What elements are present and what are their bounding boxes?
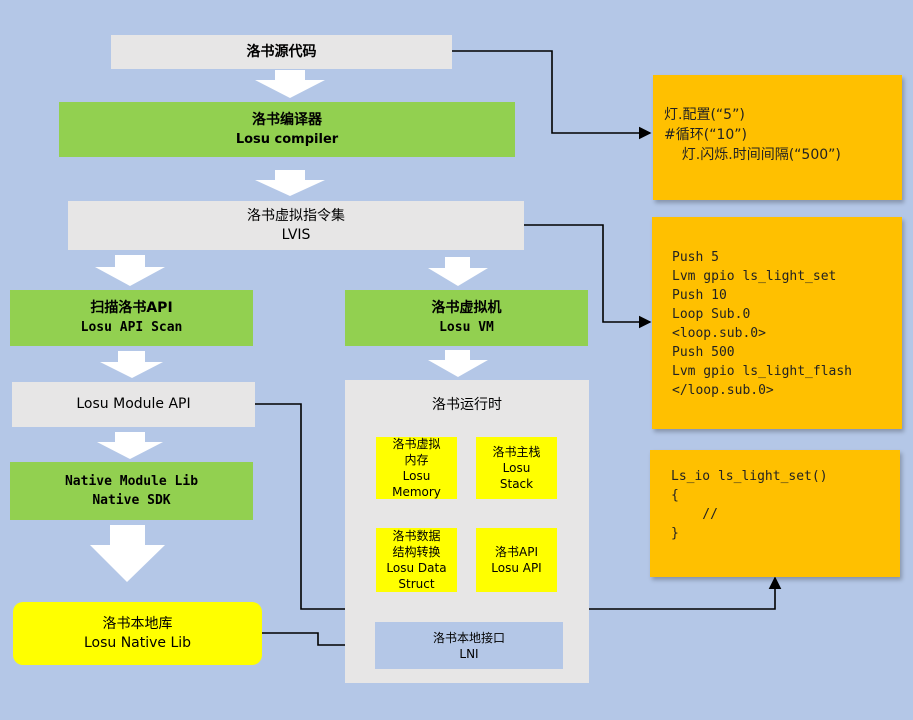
note-bytecode-line: Push 5 bbox=[672, 250, 719, 265]
api-scan-title: 扫描洛书API bbox=[90, 300, 173, 316]
source-code-title: 洛书源代码 bbox=[246, 43, 317, 60]
note-native-line: Ls_io ls_light_set() bbox=[671, 469, 828, 484]
lvis-subtitle: LVIS bbox=[281, 226, 311, 243]
runtime-memory-line: Memory bbox=[392, 485, 441, 499]
lvis-box: 洛书虚拟指令集 LVIS bbox=[68, 201, 524, 250]
flow-arrow-module-native bbox=[97, 432, 163, 459]
lni-title: 洛书本地接口 bbox=[432, 630, 505, 645]
runtime-memory-box: 洛书虚拟 内存 Losu Memory bbox=[376, 437, 457, 499]
connector-source-note bbox=[452, 50, 652, 140]
note-native-line: { bbox=[671, 488, 679, 503]
native-module-box: Native Module Lib Native SDK bbox=[10, 462, 253, 520]
vm-subtitle: Losu VM bbox=[439, 320, 494, 335]
compiler-subtitle: Losu compiler bbox=[235, 131, 339, 147]
runtime-stack-line: Stack bbox=[499, 477, 534, 491]
runtime-data-struct-line: Struct bbox=[398, 577, 435, 591]
flow-arrow-source-compiler bbox=[255, 70, 325, 98]
note-native-line: } bbox=[671, 526, 679, 541]
module-api-title: Losu Module API bbox=[76, 396, 191, 412]
runtime-stack-box: 洛书主栈 Losu Stack bbox=[476, 437, 557, 499]
compiler-box: 洛书编译器 Losu compiler bbox=[59, 102, 515, 157]
runtime-title: 洛书运行时 bbox=[432, 397, 502, 413]
note-bytecode-line: Lvm gpio ls_light_flash bbox=[672, 364, 853, 379]
api-scan-subtitle: Losu API Scan bbox=[80, 320, 183, 335]
note-bytecode-line: </loop.sub.0> bbox=[672, 383, 774, 398]
native-module-subtitle: Native SDK bbox=[92, 493, 171, 508]
note-native-line: // bbox=[671, 507, 718, 522]
vm-title: 洛书虚拟机 bbox=[431, 300, 502, 316]
native-module-title: Native Module Lib bbox=[64, 474, 199, 489]
native-lib-subtitle: Losu Native Lib bbox=[83, 634, 192, 651]
runtime-data-struct-line: 结构转换 bbox=[392, 545, 441, 559]
runtime-memory-line: 内存 bbox=[404, 453, 429, 467]
compiler-title: 洛书编译器 bbox=[252, 111, 322, 128]
connector-lvis-note bbox=[524, 224, 652, 329]
flow-arrow-lvis-vm bbox=[428, 257, 488, 286]
api-scan-box: 扫描洛书API Losu API Scan bbox=[10, 290, 253, 346]
flow-arrow-native-lib bbox=[90, 525, 165, 582]
vm-box: 洛书虚拟机 Losu VM bbox=[345, 290, 588, 346]
runtime-stack-line: 洛书主栈 bbox=[492, 445, 541, 459]
flow-arrow-lvis-scan bbox=[95, 255, 165, 286]
native-lib-box: 洛书本地库 Losu Native Lib bbox=[13, 602, 262, 665]
runtime-api-line: Losu API bbox=[491, 561, 542, 575]
runtime-data-struct-box: 洛书数据 结构转换 Losu Data Struct bbox=[376, 528, 457, 592]
note-source-code: 灯.配置(“5”) #循环(“10”) 灯.闪烁.时间间隔(“500”) bbox=[653, 75, 902, 200]
note-bytecode-line: Loop Sub.0 bbox=[672, 307, 751, 322]
note-bytecode-line: <loop.sub.0> bbox=[672, 326, 766, 341]
flow-arrow-scan-module bbox=[100, 351, 163, 378]
runtime-stack-line: Losu bbox=[502, 461, 531, 475]
flow-arrow-compiler-lvis bbox=[255, 170, 325, 196]
module-api-box: Losu Module API bbox=[12, 382, 255, 427]
note-bytecode-line: Push 500 bbox=[672, 345, 735, 360]
note-bytecode-line: Lvm gpio ls_light_set bbox=[672, 269, 837, 284]
lvis-title: 洛书虚拟指令集 bbox=[247, 207, 345, 224]
runtime-api-box: 洛书API Losu API bbox=[476, 528, 557, 592]
runtime-api-line: 洛书API bbox=[495, 545, 538, 559]
source-code-box: 洛书源代码 bbox=[111, 35, 452, 69]
runtime-memory-line: 洛书虚拟 bbox=[392, 437, 441, 451]
lni-box: 洛书本地接口 LNI bbox=[375, 622, 563, 669]
note-source-line: 灯.闪烁.时间间隔(“500”) bbox=[664, 147, 841, 163]
note-bytecode-line: Push 10 bbox=[672, 288, 727, 303]
runtime-container: 洛书运行时 洛书虚拟 内存 Losu Memory 洛书主栈 Losu Stac… bbox=[345, 380, 589, 683]
runtime-data-struct-line: Losu Data bbox=[386, 561, 447, 575]
note-source-line: #循环(“10”) bbox=[664, 127, 747, 143]
runtime-data-struct-line: 洛书数据 bbox=[392, 529, 441, 543]
note-source-line: 灯.配置(“5”) bbox=[664, 107, 745, 123]
native-lib-title: 洛书本地库 bbox=[102, 615, 173, 632]
lni-subtitle: LNI bbox=[459, 646, 479, 661]
connector-module-note bbox=[255, 403, 782, 610]
flow-arrow-vm-runtime bbox=[428, 350, 488, 377]
note-native-func: Ls_io ls_light_set() { // } bbox=[650, 450, 900, 577]
runtime-memory-line: Losu bbox=[402, 469, 431, 483]
note-bytecode: Push 5 Lvm gpio ls_light_set Push 10 Loo… bbox=[652, 217, 902, 429]
